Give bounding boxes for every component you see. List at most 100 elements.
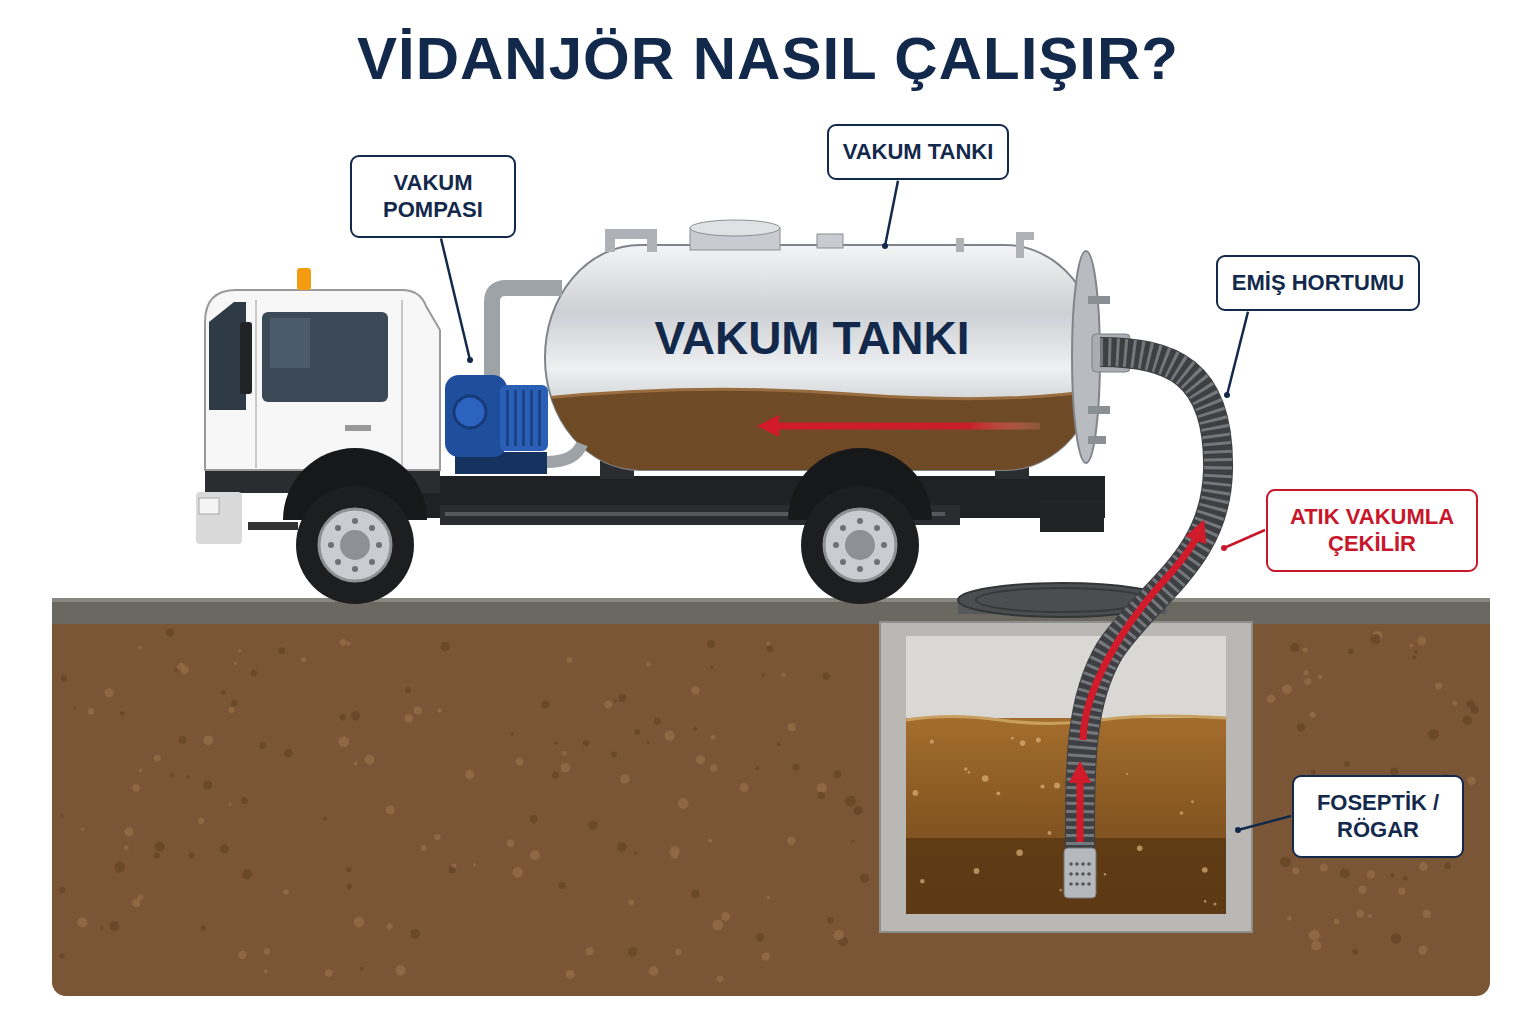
diagram-title: VİDANJÖR NASIL ÇALIŞIR? <box>0 26 1536 92</box>
soil-pebble <box>559 882 566 889</box>
soil-pebble <box>189 852 195 858</box>
leader-line <box>1224 530 1265 548</box>
rear-bumper <box>1040 500 1104 532</box>
motor-fin <box>514 390 517 446</box>
callout-box: VAKUM POMPASI <box>350 155 516 238</box>
callout-box: VAKUM TANKI <box>827 124 1010 180</box>
soil-pebble <box>707 640 715 648</box>
tank-waste <box>545 389 1100 470</box>
soil-pebble <box>178 663 184 669</box>
side-window <box>262 312 388 402</box>
top-pipe <box>960 236 1034 258</box>
soil-pebble <box>325 969 333 977</box>
soil-pebble <box>301 657 306 662</box>
soil-pebble <box>777 742 781 746</box>
soil-pebble <box>1318 675 1323 680</box>
soil-pebble <box>174 668 178 672</box>
soil-pebble <box>1311 770 1316 775</box>
soil-pebble <box>762 953 770 961</box>
soil-pebble <box>154 755 161 762</box>
soil-pebble <box>88 708 95 715</box>
strainer-hole <box>1069 862 1073 866</box>
soil-pebble <box>77 917 87 927</box>
callout-text: VAKUM TANKI <box>843 138 994 166</box>
strainer-hole <box>1075 862 1079 866</box>
soil-pebble <box>404 714 413 723</box>
soil-pebble <box>586 947 594 955</box>
soil-pebble <box>761 673 765 677</box>
callout-text: EMİŞ HORTUMU <box>1232 269 1404 297</box>
soil-pebble <box>693 727 697 731</box>
soil-pebble <box>473 863 477 867</box>
wheel-bolt <box>328 542 334 548</box>
soil-pebble <box>851 840 854 843</box>
soil-pebble <box>566 657 572 663</box>
soil-pebble <box>395 965 405 975</box>
soil-pebble <box>1292 867 1299 874</box>
soil-pebble <box>179 736 187 744</box>
soil-pebble <box>1403 876 1407 880</box>
soil-pebble <box>834 930 844 940</box>
wheel-bolt <box>840 559 846 565</box>
soil-pebble <box>583 740 589 746</box>
leader-line <box>441 239 470 361</box>
wheel-bolt <box>352 566 358 572</box>
bubble <box>1048 831 1052 835</box>
soil-pebble <box>721 912 730 921</box>
soil-pebble <box>740 783 749 792</box>
soil-pebble <box>347 884 352 889</box>
soil-pebble <box>710 666 713 669</box>
strainer-hole <box>1087 872 1091 876</box>
pump-housing <box>445 375 507 457</box>
rim <box>824 509 896 581</box>
liquid-surface <box>906 716 1226 724</box>
soil-pebble <box>664 731 674 741</box>
soil-pebble <box>1418 945 1427 954</box>
bubble <box>1202 867 1208 873</box>
wheel-bolt <box>874 559 880 565</box>
soil-pebble <box>100 926 104 930</box>
headlight <box>199 498 219 514</box>
soil <box>52 606 1490 996</box>
soil-pebble <box>1282 685 1292 695</box>
soil-pebble <box>516 758 524 766</box>
soil-pebble <box>646 662 651 667</box>
soil-pebble <box>507 840 515 848</box>
soil-pebble <box>203 781 212 790</box>
soil-pebble <box>465 770 474 779</box>
soil-pebble <box>755 766 759 770</box>
soil-pebble <box>649 966 659 976</box>
leader-line <box>885 181 898 246</box>
callout-box: EMİŞ HORTUMU <box>1216 255 1420 311</box>
soil-pebble <box>817 783 827 793</box>
soil-pebble <box>251 670 257 676</box>
bubble <box>1204 900 1207 903</box>
soil-pebble <box>405 687 411 693</box>
soil-pebble <box>611 751 617 757</box>
soil-pebble <box>793 764 800 771</box>
soil-pebble <box>59 953 64 958</box>
soil-pebble <box>221 690 226 695</box>
soil-pebble <box>708 839 712 843</box>
soil-pebble <box>73 706 76 709</box>
leader-dot <box>467 357 473 363</box>
soil-pebble <box>360 967 364 971</box>
bubble <box>968 771 971 774</box>
soil-pebble <box>1368 914 1372 918</box>
bubble <box>964 767 967 770</box>
flow-arrow <box>768 423 1040 430</box>
soil-pebble <box>628 900 634 906</box>
soil-pebble <box>138 895 144 901</box>
soil-pebble <box>552 772 559 779</box>
soil-pebble <box>1419 862 1428 871</box>
soil-pebble <box>414 707 422 715</box>
soil-pebble <box>634 729 640 735</box>
mirror <box>240 322 252 394</box>
soil-pebble <box>691 890 699 898</box>
soil-pebble <box>386 805 395 814</box>
soil-pebble <box>338 736 349 747</box>
soil-pebble <box>767 642 771 646</box>
soil-pebble <box>201 925 206 930</box>
soil-pebble <box>1390 873 1394 877</box>
wheel-bolt <box>376 542 382 548</box>
